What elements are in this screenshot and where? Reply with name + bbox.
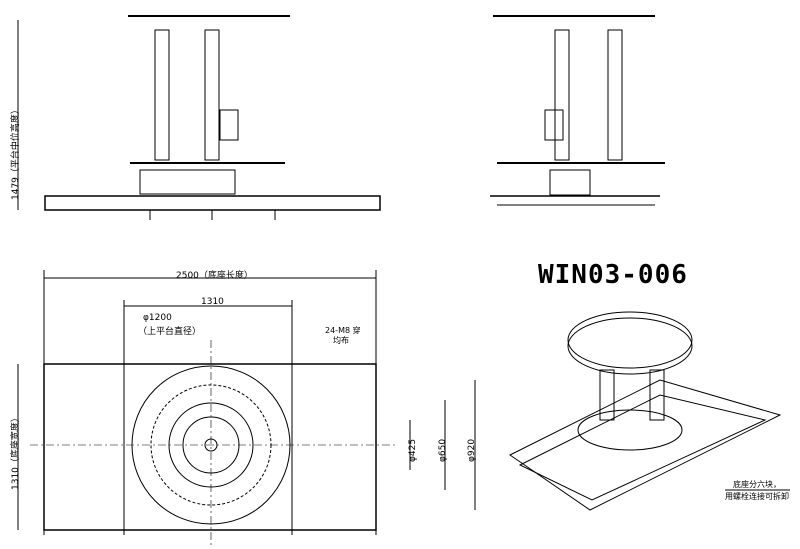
diameter-650: φ650 xyxy=(438,438,448,462)
holes-note: 均布 xyxy=(333,336,349,345)
isometric-view xyxy=(509,311,790,511)
diameter-920: φ920 xyxy=(467,438,477,462)
base-note-line2: 用螺栓连接可拆卸 xyxy=(725,492,789,501)
span-dimension: 1310 xyxy=(201,297,224,307)
base-width-dimension: 1310（底座宽度） xyxy=(11,413,21,490)
holes-label: 24-M8 穿 xyxy=(325,326,361,335)
height-dimension: 1479（平台中位高度） xyxy=(11,105,21,200)
top-view xyxy=(17,270,476,545)
drawing-title: WIN03-006 xyxy=(538,260,688,290)
base-note-line1: 底座分六块， xyxy=(733,480,781,489)
side-view xyxy=(490,15,665,206)
platform-diameter: φ1200 xyxy=(143,313,172,323)
diameter-425: φ425 xyxy=(408,438,418,462)
base-length-dimension: 2500（底座长度） xyxy=(176,271,253,281)
platform-diameter-note: （上平台直径） xyxy=(138,327,202,337)
front-view xyxy=(17,15,381,220)
